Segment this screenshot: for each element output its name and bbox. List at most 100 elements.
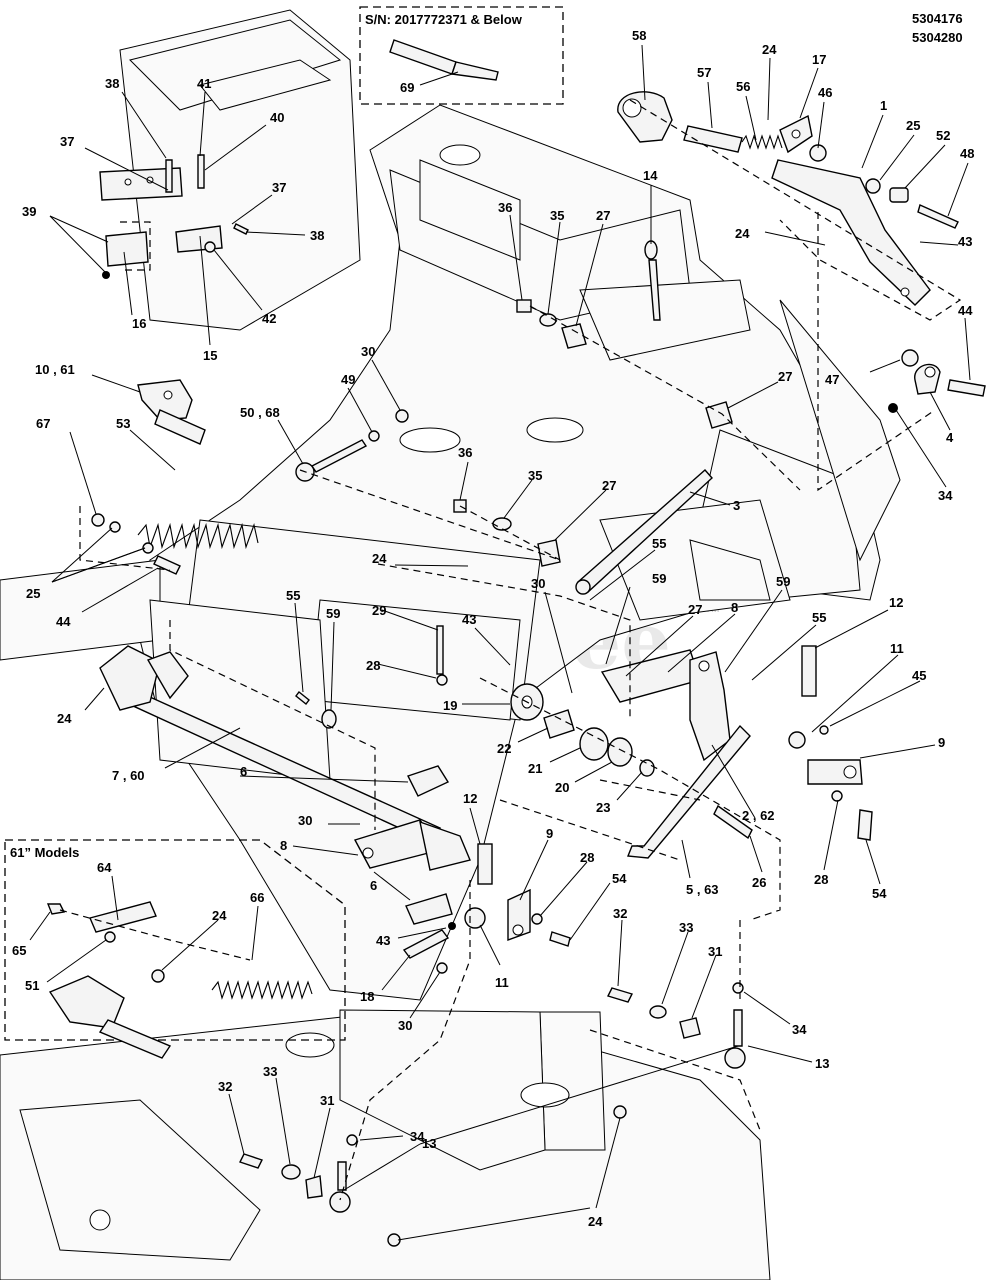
part-57-tube [683, 125, 743, 153]
callout-13: 13 [815, 1056, 829, 1071]
callout-29: 29 [372, 603, 386, 618]
callout-30: 30 [531, 576, 545, 591]
callout-33: 33 [679, 920, 693, 935]
callout-43: 43 [462, 612, 476, 627]
callout-40: 40 [270, 110, 284, 125]
callout-24: 24 [372, 551, 387, 566]
callout-6: 6 [370, 878, 377, 893]
callout-49: 49 [341, 372, 355, 387]
callout-5-63: 5 , 63 [686, 882, 719, 897]
callout-54: 54 [872, 886, 887, 901]
callout-19: 19 [443, 698, 457, 713]
callout-38: 38 [105, 76, 119, 91]
callout-10-61: 10 , 61 [35, 362, 75, 377]
callout-44: 44 [958, 303, 973, 318]
callout-53: 53 [116, 416, 130, 431]
part-69-pin [389, 39, 499, 81]
callout-7-60: 7 , 60 [112, 768, 145, 783]
callout-30: 30 [398, 1018, 412, 1033]
callout-66: 66 [250, 890, 264, 905]
parts-47-4-44-34 [888, 349, 986, 413]
callout-25: 25 [26, 586, 40, 601]
callout-32: 32 [218, 1079, 232, 1094]
callout-54: 54 [612, 871, 627, 886]
callout-55: 55 [812, 610, 826, 625]
callout-57: 57 [697, 65, 711, 80]
callout-34: 34 [410, 1129, 425, 1144]
callout-17: 17 [812, 52, 826, 67]
callout-1: 1 [880, 98, 887, 113]
callout-31: 31 [708, 944, 722, 959]
serial-note: S/N: 2017772371 & Below [365, 12, 523, 27]
part-17-bracket [779, 114, 813, 154]
parts-11-9-45-right [788, 725, 863, 785]
callout-65: 65 [12, 943, 26, 958]
parts-32-33-31-34-13-right [607, 982, 746, 1069]
callout-31: 31 [320, 1093, 334, 1108]
callout-numbers: 58 57 24 17 56 46 1 25 52 48 43 24 69 38… [12, 28, 974, 1229]
part-number-2: 5304280 [912, 30, 963, 45]
callout-14: 14 [643, 168, 658, 183]
models-note: 61” Models [10, 845, 79, 860]
callout-21: 21 [528, 761, 542, 776]
callout-45: 45 [912, 668, 926, 683]
callout-28: 28 [814, 872, 828, 887]
callout-64: 64 [97, 860, 112, 875]
callout-8: 8 [731, 600, 738, 615]
part-53-spring [137, 522, 259, 550]
callout-11: 11 [495, 975, 509, 990]
parts-32-33-31-34-13-bottom [239, 1105, 627, 1247]
callout-43: 43 [958, 234, 972, 249]
callout-27: 27 [602, 478, 616, 493]
callout-24: 24 [57, 711, 72, 726]
callout-23: 23 [596, 800, 610, 815]
callout-38: 38 [310, 228, 324, 243]
part-12-pin-right [801, 645, 817, 697]
callout-28: 28 [366, 658, 380, 673]
callout-33: 33 [263, 1064, 277, 1079]
top-left-bracket-parts [99, 154, 249, 279]
callout-69: 69 [400, 80, 414, 95]
callout-27: 27 [688, 602, 702, 617]
callout-36: 36 [498, 200, 512, 215]
callout-25: 25 [906, 118, 920, 133]
callout-34: 34 [792, 1022, 807, 1037]
callout-67: 67 [36, 416, 50, 431]
leader-lines [29, 44, 971, 1241]
callout-37: 37 [272, 180, 286, 195]
callout-32: 32 [613, 906, 627, 921]
callout-9: 9 [938, 735, 945, 750]
callout-24: 24 [212, 908, 227, 923]
callout-46: 46 [818, 85, 832, 100]
callout-26: 26 [752, 875, 766, 890]
callout-44: 44 [56, 614, 71, 629]
callout-15: 15 [203, 348, 217, 363]
callout-24: 24 [735, 226, 750, 241]
parts-46-25-52-48 [809, 144, 959, 229]
serial-note-box [359, 6, 564, 105]
part-2-62-plate [689, 651, 731, 762]
callout-34: 34 [938, 488, 953, 503]
parts-49-30 [368, 409, 409, 442]
part-8-bracket-lower [353, 819, 471, 871]
callout-47: 47 [825, 372, 839, 387]
callout-55: 55 [286, 588, 300, 603]
mower-deck [0, 1009, 771, 1280]
callout-18: 18 [360, 989, 374, 1004]
part-24-bracket-left [99, 645, 189, 711]
callout-36: 36 [458, 445, 472, 460]
callout-24: 24 [762, 42, 777, 57]
callout-3: 3 [733, 498, 740, 513]
assembly-dashed-lines [59, 99, 962, 1201]
callout-51: 51 [25, 978, 39, 993]
parts-19-22-21-20-23 [510, 683, 655, 777]
callout-13: 13 [422, 1136, 436, 1151]
parts-12-9-11-28-54-lower [464, 843, 571, 947]
callout-28: 28 [580, 850, 594, 865]
callout-12: 12 [889, 595, 903, 610]
part-56-spring [741, 134, 783, 150]
callout-39: 39 [22, 204, 36, 219]
callout-37: 37 [60, 134, 74, 149]
callout-27: 27 [596, 208, 610, 223]
callout-6: 6 [240, 764, 247, 779]
